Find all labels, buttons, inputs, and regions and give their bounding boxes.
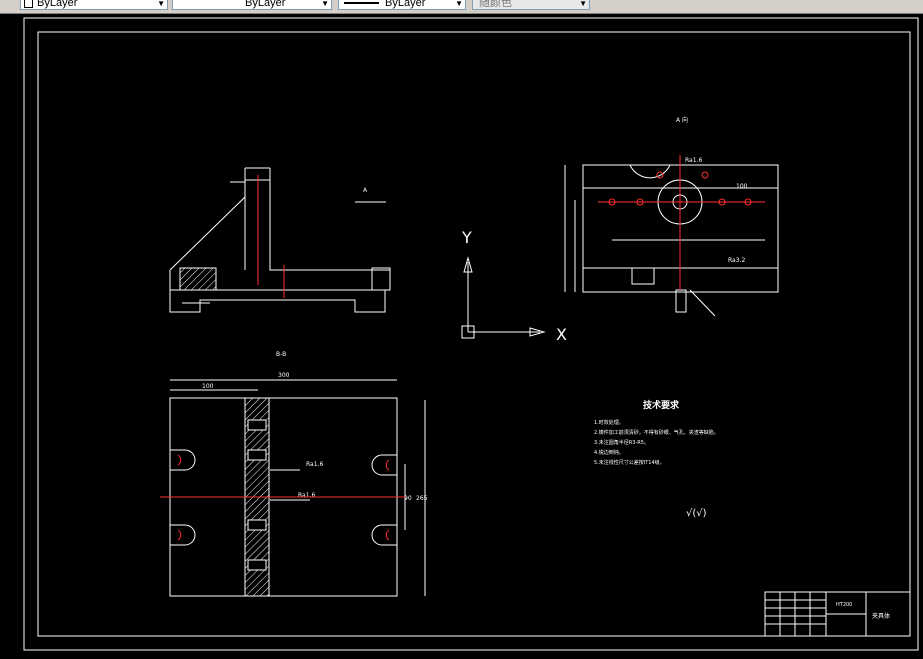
svg-text:3.未注圆角半径R3-R5。: 3.未注圆角半径R3-R5。	[594, 439, 649, 446]
svg-text:2.铸件加工前须清砂，不得有砂眼、气孔、夹渣等缺陷。: 2.铸件加工前须清砂，不得有砂眼、气孔、夹渣等缺陷。	[594, 429, 719, 436]
front-view: A	[169, 167, 391, 313]
top-view: A 向 Ra3.2 Ra1.6 100	[564, 116, 779, 317]
svg-text:5.未注线性尺寸公差按IT14级。: 5.未注线性尺寸公差按IT14级。	[594, 459, 665, 466]
svg-text:Ra1.6: Ra1.6	[298, 492, 315, 499]
svg-text:100: 100	[736, 183, 748, 190]
chevron-down-icon: ▼	[321, 0, 329, 8]
outer-frame	[23, 17, 919, 651]
svg-text:A: A	[363, 187, 368, 194]
lineweight-preview-icon	[344, 2, 379, 4]
layer-select[interactable]: ByLayer ▼	[20, 0, 168, 10]
svg-text:Ra3.2: Ra3.2	[728, 257, 745, 264]
svg-text:4.锐边倒钝。: 4.锐边倒钝。	[594, 449, 624, 456]
svg-text:265: 265	[416, 495, 428, 502]
title-material: HT200	[836, 602, 852, 608]
chevron-down-icon: ▼	[455, 0, 463, 8]
drawing-canvas[interactable]: A A 向 Ra3.2 Ra1.6 100	[0, 14, 923, 654]
svg-text:B-B: B-B	[276, 351, 286, 358]
bolt-holes	[608, 171, 752, 206]
title-name: 夹具体	[872, 612, 890, 620]
svg-text:A 向: A 向	[676, 116, 688, 124]
svg-text:1.时效处理。: 1.时效处理。	[594, 419, 624, 426]
cad-drawing: A A 向 Ra3.2 Ra1.6 100	[23, 17, 919, 651]
slot-arcs	[177, 454, 390, 541]
axis-x-label: X	[556, 325, 567, 344]
svg-text:100: 100	[202, 383, 214, 390]
roughness-symbol: √(√)	[686, 508, 707, 519]
svg-text:300: 300	[278, 372, 290, 379]
properties-toolbar: ByLayer ▼ ByLayer ▼ ByLayer ▼ 随颜色 ▼	[0, 0, 923, 14]
chevron-down-icon: ▼	[157, 0, 165, 8]
axis-y-label: Y	[461, 228, 472, 247]
lineweight-select[interactable]: ByLayer ▼	[338, 0, 466, 10]
tech-notes: 1.时效处理。 2.铸件加工前须清砂，不得有砂眼、气孔、夹渣等缺陷。 3.未注圆…	[594, 419, 719, 466]
linetype-select[interactable]: ByLayer ▼	[172, 0, 332, 10]
tech-title: 技术要求	[643, 399, 680, 411]
svg-text:Ra1.6: Ra1.6	[306, 461, 323, 468]
plotstyle-select[interactable]: 随颜色 ▼	[472, 0, 590, 10]
color-swatch-icon	[24, 0, 33, 8]
svg-text:90: 90	[404, 495, 412, 502]
svg-text:Ra1.6: Ra1.6	[685, 157, 702, 164]
ucs-icon	[461, 256, 546, 339]
section-view: B-B 300 100 265 90 Ra1.6 Ra1.6	[169, 351, 428, 597]
chevron-down-icon: ▼	[579, 0, 587, 8]
title-block	[764, 591, 911, 637]
inner-frame	[37, 31, 911, 637]
